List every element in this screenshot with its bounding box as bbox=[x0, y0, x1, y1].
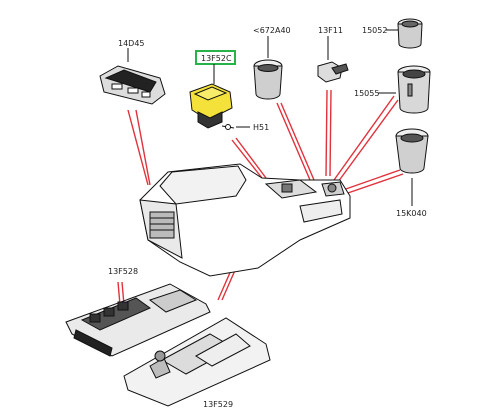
leader-13f52c-a bbox=[231, 139, 263, 179]
leader-15k040-b bbox=[344, 173, 404, 195]
part-13f529: 13F529 bbox=[123, 317, 271, 408]
part-15055: 15055 bbox=[354, 65, 431, 114]
leader-15k040-a bbox=[342, 169, 401, 191]
part-14d45: 14D45 bbox=[99, 39, 166, 105]
leader-14d45-b bbox=[135, 109, 151, 186]
part-15052: 15052 bbox=[362, 18, 423, 49]
leader-13f528-a bbox=[117, 281, 121, 306]
label-h51: H51 bbox=[253, 123, 269, 132]
part-13f528: 13F528 bbox=[65, 267, 211, 357]
label-672a40: <672A40 bbox=[253, 26, 291, 35]
center-console bbox=[139, 163, 351, 277]
part-672a40: <672A40 bbox=[253, 26, 291, 100]
leader-13f52c-b bbox=[235, 137, 267, 179]
label-13f52c: 13F52C bbox=[201, 54, 232, 63]
label-14d45: 14D45 bbox=[118, 39, 145, 48]
leader-13f11-a bbox=[325, 89, 328, 177]
label-15k040: 15K040 bbox=[396, 209, 427, 218]
leader-15055-b bbox=[337, 99, 399, 183]
highlight-box-13f52c bbox=[195, 50, 236, 65]
label-15055: 15055 bbox=[354, 89, 379, 98]
leader-14d45-a bbox=[127, 109, 149, 186]
leader-13f11-b bbox=[329, 89, 332, 177]
part-13f52c: 13F52C H51 bbox=[189, 50, 269, 132]
part-15k040: 15K040 bbox=[395, 128, 429, 218]
label-15052: 15052 bbox=[362, 26, 387, 35]
label-13f11: 13F11 bbox=[318, 26, 343, 35]
part-13f11: 13F11 bbox=[317, 26, 349, 83]
label-13f529: 13F529 bbox=[203, 400, 233, 408]
leader-672a40-a bbox=[276, 102, 311, 181]
label-13f528: 13F528 bbox=[108, 267, 138, 276]
leader-15055-a bbox=[333, 95, 395, 181]
leader-672a40-b bbox=[280, 102, 315, 181]
